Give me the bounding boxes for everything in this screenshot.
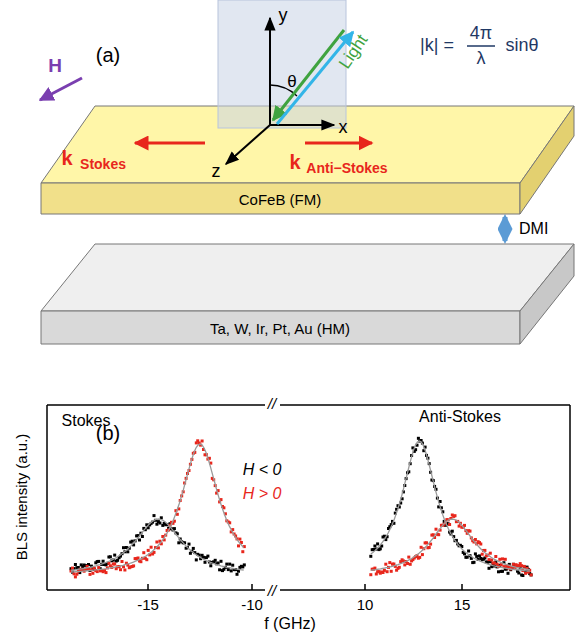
axis-name: x (339, 118, 348, 138)
dmi-arrow (503, 217, 508, 241)
z-axis (226, 125, 270, 164)
k-antistokes-arrow (305, 142, 372, 145)
plot-frame (47, 405, 570, 590)
spectra (70, 437, 533, 579)
layer-label: CoFeB (FM) (40, 191, 520, 208)
wavevector-subscript: Anti−Stokes (306, 161, 387, 176)
axis-title: BLS intensity (a.u.) (14, 434, 31, 561)
y-axis (269, 18, 271, 125)
axis-title: f (GHz) (264, 615, 316, 633)
fraction-bar (467, 45, 495, 47)
wavevector-symbol: k (289, 151, 300, 173)
field-label: H (48, 56, 62, 77)
scattered-light (277, 32, 353, 124)
field-arrow (40, 78, 82, 100)
edge-label: DMI (519, 220, 548, 238)
legend-text: H > 0 (243, 485, 282, 503)
formula-part: sinθ (505, 36, 538, 56)
panel-letter: (a) (96, 44, 120, 66)
incident-light (273, 30, 344, 120)
wavevector-subscript: Stokes (80, 157, 126, 172)
tick-label: -10 (241, 597, 263, 614)
peak-label: Anti-Stokes (419, 408, 501, 426)
layer-label: Ta, W, Ir, Pt, Au (HM) (40, 320, 520, 337)
angle-symbol: θ (287, 73, 296, 92)
heavy-metal-layer: Ta, W, Ir, Pt, Au (HM) (40, 243, 575, 345)
axis-break: // (266, 583, 278, 600)
legend-text: H < 0 (243, 461, 282, 479)
formula-part: λ (477, 49, 486, 69)
wavevector-symbol: k (61, 147, 72, 169)
axis-name: z (212, 162, 221, 182)
x-axis (270, 124, 334, 126)
formula-part: 4π (470, 24, 492, 44)
tick-label: -15 (137, 597, 159, 614)
k-stokes-arrow (135, 142, 205, 145)
axis-name: y (279, 6, 288, 26)
formula-part: |k| = (420, 36, 454, 56)
tick-label: 15 (454, 597, 471, 614)
axis-break: // (266, 396, 278, 413)
peak-label: Stokes (62, 412, 111, 430)
tick-label: 10 (357, 597, 374, 614)
